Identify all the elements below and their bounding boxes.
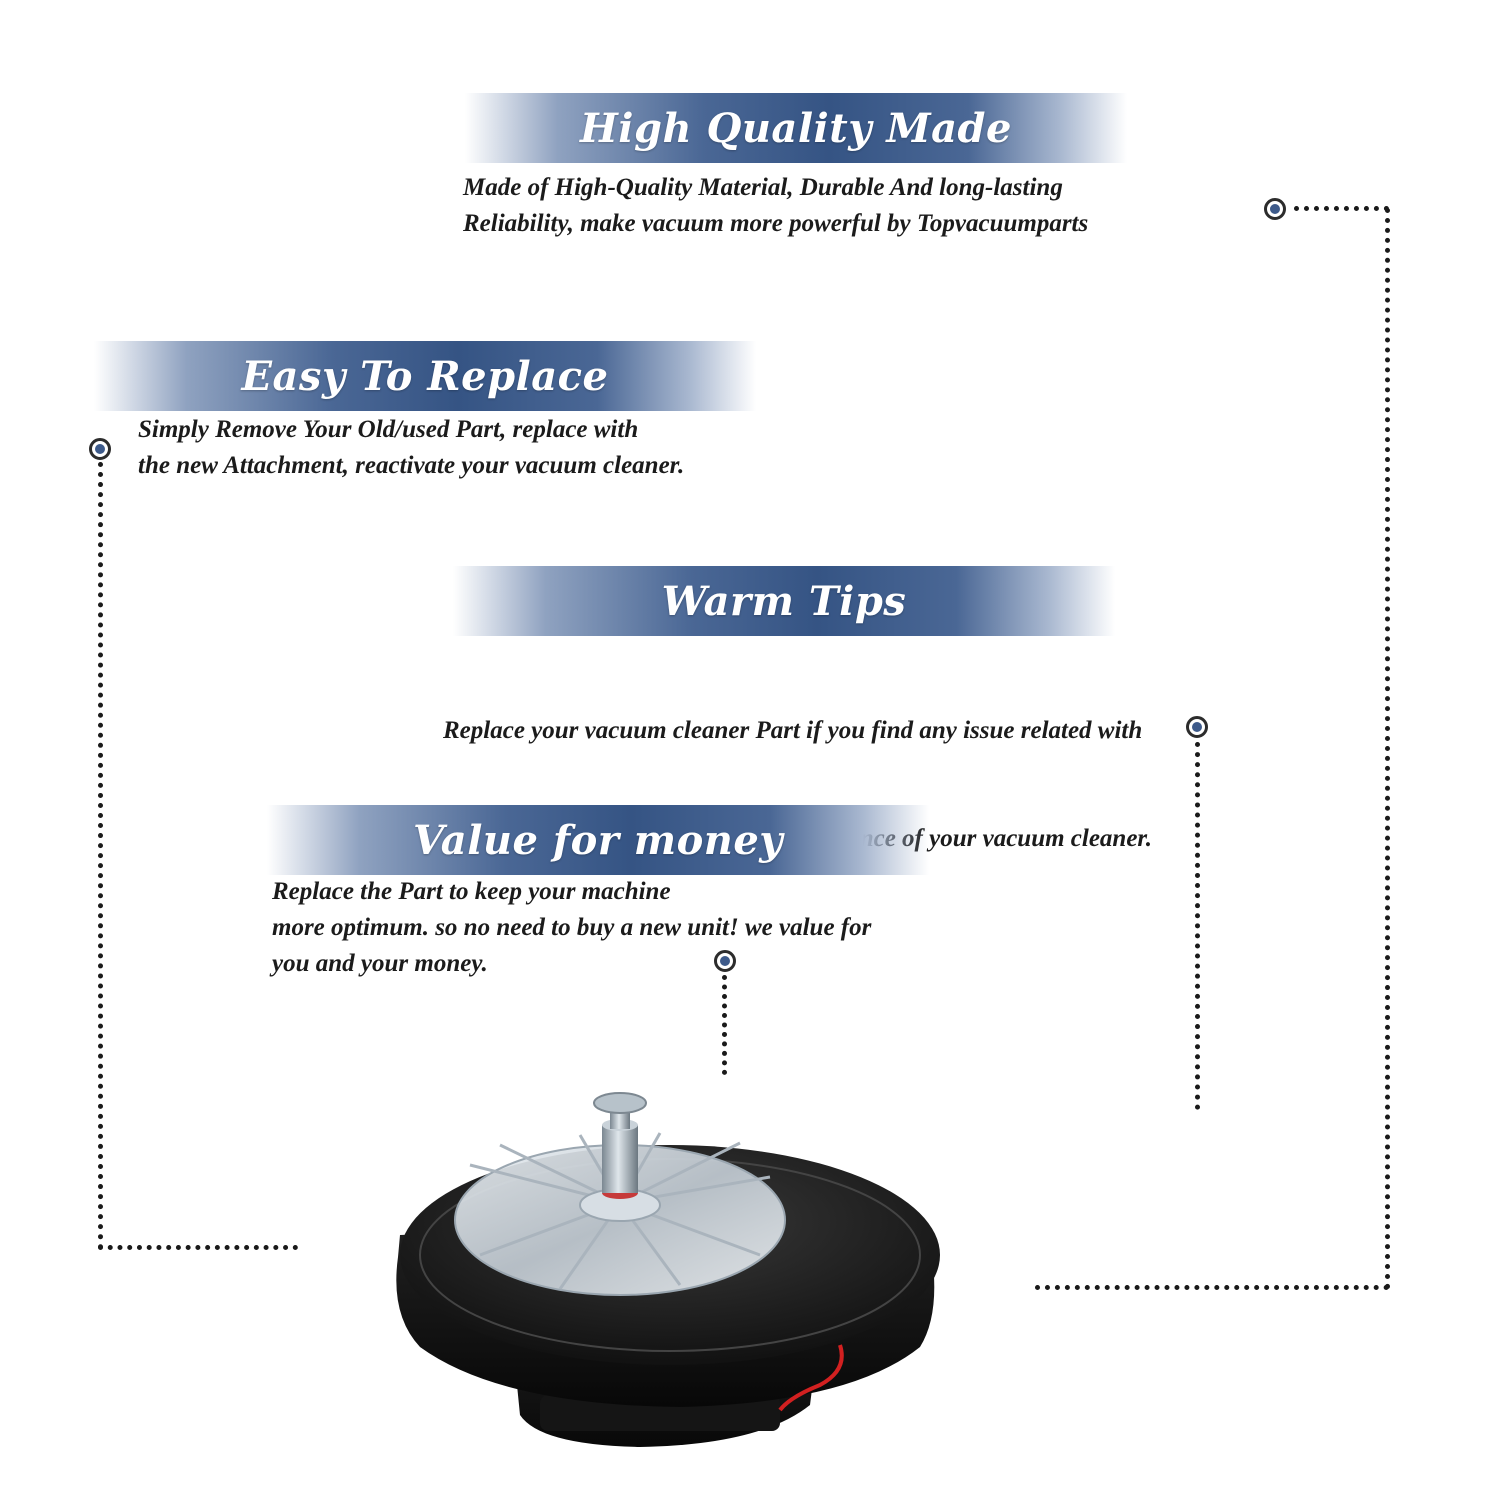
section-title-value-money: Value for money [412, 816, 784, 864]
section-desc-value-money: Replace the Part to keep your machine mo… [272, 874, 871, 982]
section-banner-warm-tips: Warm Tips [453, 566, 1115, 636]
desc-line: Replace the Part to keep your machine [272, 878, 671, 905]
connector-line [1195, 742, 1200, 1110]
section-title-warm-tips: Warm Tips [661, 577, 907, 625]
vacuum-motor-fan-image [396, 1092, 940, 1447]
bullet-circle-icon [89, 438, 111, 460]
section-title-easy-replace: Easy To Replace [241, 352, 609, 400]
bullet-circle-icon [714, 950, 736, 972]
bullet-circle-icon [1186, 716, 1208, 738]
desc-line: Replace your vacuum cleaner Part if you … [443, 717, 1143, 744]
section-banner-value-money: Value for money [267, 805, 929, 875]
desc-line: you and your money. [272, 950, 488, 977]
connector-line [98, 462, 103, 1250]
section-desc-easy-replace: Simply Remove Your Old/used Part, replac… [138, 412, 684, 484]
section-title-high-quality: High Quality Made [580, 104, 1012, 152]
section-banner-high-quality: High Quality Made [465, 93, 1127, 163]
connector-line [1385, 208, 1390, 1290]
connector-line [1294, 206, 1389, 211]
desc-line: the new Attachment, reactivate your vacu… [138, 452, 685, 479]
desc-line: more optimum. so no need to buy a new un… [272, 914, 872, 941]
connector-line [722, 975, 727, 1075]
desc-line: Simply Remove Your Old/used Part, replac… [138, 416, 639, 443]
connector-line [98, 1245, 298, 1250]
connector-line [1035, 1285, 1389, 1290]
desc-line: Reliability, make vacuum more powerful b… [463, 210, 1089, 237]
section-desc-high-quality: Made of High-Quality Material, Durable A… [463, 170, 1088, 242]
desc-line: Made of High-Quality Material, Durable A… [463, 174, 1063, 201]
section-banner-easy-replace: Easy To Replace [94, 341, 756, 411]
bullet-circle-icon [1264, 198, 1286, 220]
